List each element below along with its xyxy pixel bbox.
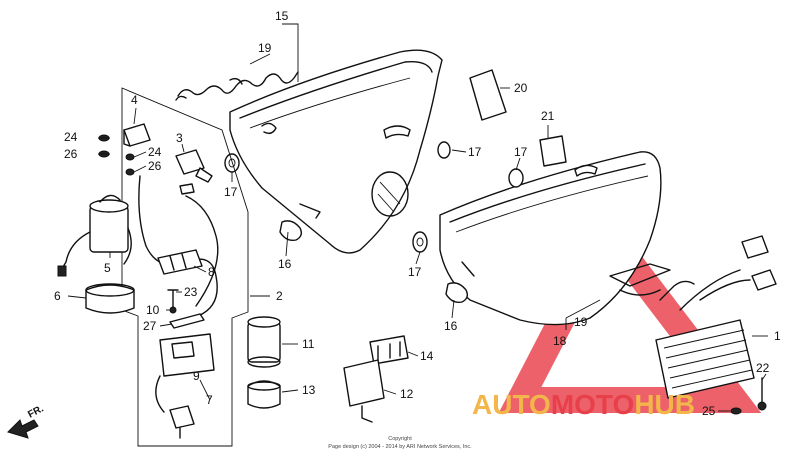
- watermark-wordmark: AUTOMOTOHUB: [472, 389, 695, 420]
- part-regulator-8: [157, 249, 203, 275]
- callout-15: 15: [275, 9, 289, 23]
- watermark-text-auto: AUTO: [472, 389, 551, 420]
- callout-17-a: 17: [514, 145, 528, 159]
- part-emblem-decal: [175, 71, 299, 101]
- front-direction-label: FR.: [26, 403, 46, 420]
- callout-16-a: 16: [278, 257, 292, 271]
- callout-7: 7: [206, 393, 213, 407]
- part-side-cover-right: [439, 151, 662, 326]
- callout-25: 25: [702, 404, 716, 418]
- callout-23: 23: [184, 285, 198, 299]
- part-cover-13: [247, 380, 281, 409]
- copyright-line-1: Copyright: [388, 436, 412, 442]
- part-electrical-bracket: [121, 87, 249, 447]
- callout-22: 22: [756, 361, 770, 375]
- callout-24-b: 24: [148, 145, 162, 159]
- callout-21: 21: [541, 109, 555, 123]
- callout-18: 18: [553, 334, 567, 348]
- part-holder-9: [159, 333, 215, 377]
- callout-27: 27: [143, 319, 157, 333]
- callout-5: 5: [104, 261, 111, 275]
- part-socket-14: [369, 335, 409, 365]
- part-cap-11: [247, 316, 281, 368]
- callout-17-b: 17: [468, 145, 482, 159]
- callout-16-b: 16: [444, 319, 458, 333]
- callout-11: 11: [302, 337, 315, 351]
- callout-14: 14: [420, 349, 434, 363]
- leader-lines: [67, 23, 768, 412]
- callout-10: 10: [146, 303, 160, 317]
- part-pad-21: [539, 135, 567, 167]
- callout-19-right: 19: [574, 315, 588, 329]
- part-coil-band-6: [85, 283, 135, 314]
- part-side-cover-left: [229, 49, 443, 254]
- watermark-text: AUTOMOTOHUB: [472, 389, 695, 420]
- callout-24-a: 24: [64, 130, 78, 144]
- callout-labels: 15 19 20 21 17 17 17 17 16 16 19 18 1 22…: [54, 9, 781, 418]
- part-washer-25: [730, 407, 742, 415]
- part-relay-4: [123, 123, 151, 147]
- part-box-12: [343, 359, 385, 423]
- callout-12: 12: [400, 387, 414, 401]
- copyright-line-2: Page design (c) 2004 - 2014 by ARI Netwo…: [328, 444, 472, 450]
- part-rectifier-1: [609, 235, 777, 399]
- callout-2: 2: [276, 289, 283, 303]
- arrow-down-left-icon: [7, 419, 39, 439]
- callout-17-c: 17: [224, 185, 238, 199]
- watermark-text-hub: HUB: [634, 389, 695, 420]
- callout-6: 6: [54, 289, 61, 303]
- callout-17-d: 17: [408, 265, 422, 279]
- part-connector-3: [175, 149, 213, 183]
- callout-1: 1: [774, 329, 781, 343]
- copyright-notice: Copyright Page design (c) 2004 - 2014 by…: [328, 436, 472, 450]
- part-bolt-22: [757, 377, 767, 411]
- part-grommets: [224, 141, 524, 304]
- callout-19-left: 19: [258, 41, 272, 55]
- part-bolts: [167, 289, 205, 329]
- part-wire-harness: [138, 175, 219, 317]
- callout-3: 3: [176, 131, 183, 145]
- callout-26-b: 26: [148, 159, 162, 173]
- callout-26-a: 26: [64, 147, 78, 161]
- part-connector-bottom: [155, 375, 195, 439]
- part-ignition-coil-5: [57, 194, 132, 277]
- callout-13: 13: [302, 383, 316, 397]
- callout-8: 8: [208, 265, 215, 279]
- watermark-text-moto: MOTO: [551, 389, 634, 420]
- callout-9: 9: [193, 369, 200, 383]
- callout-4: 4: [131, 93, 138, 107]
- part-pad-20: [469, 69, 507, 121]
- front-direction-indicator: FR.: [7, 403, 46, 439]
- callout-20: 20: [514, 81, 528, 95]
